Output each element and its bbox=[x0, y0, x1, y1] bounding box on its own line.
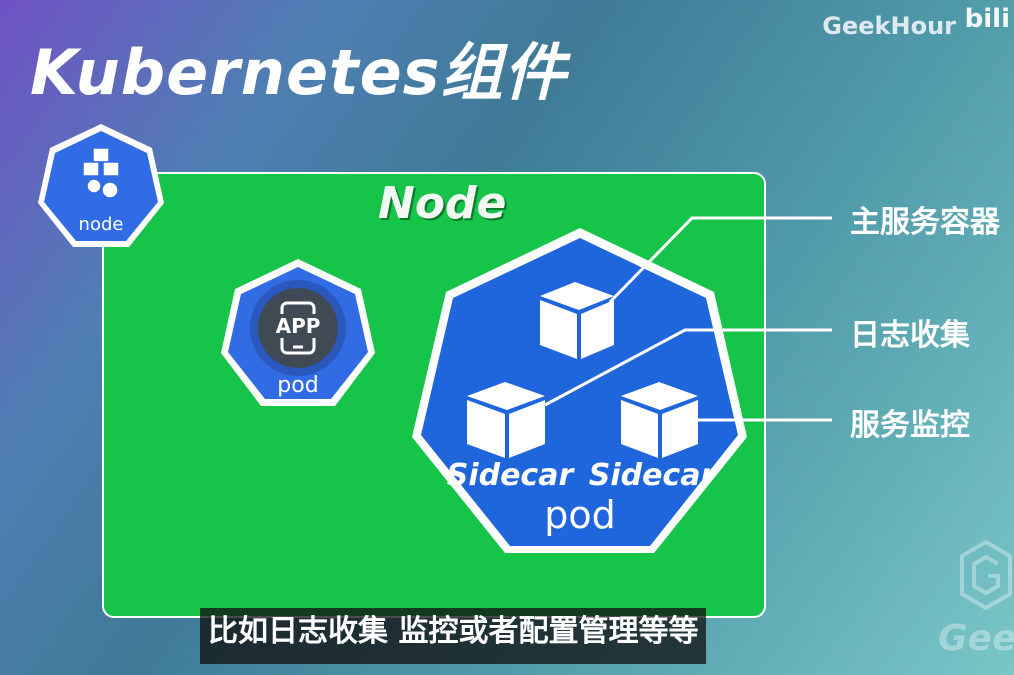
big-pod-label: pod bbox=[544, 493, 616, 537]
sidecar-label-2: Sidecar bbox=[589, 458, 718, 493]
main-container-cube bbox=[540, 282, 614, 359]
phone-app-icon: APP bbox=[266, 301, 330, 355]
leader-line-log-collection bbox=[544, 328, 832, 407]
sidecar-cube-1 bbox=[467, 382, 545, 458]
watermark-text: GeekHo bbox=[938, 618, 1014, 659]
node-title: Node bbox=[378, 178, 507, 229]
video-subtitle: 比如日志收集 监控或者配置管理等等 bbox=[200, 608, 707, 664]
sidecar-pod: Sidecar Sidecar pod bbox=[412, 228, 747, 553]
annotation-lines bbox=[544, 216, 832, 422]
annotation-log-collection: 日志收集 bbox=[850, 318, 970, 353]
brand-name: GeekHour bbox=[822, 12, 956, 40]
page-title: Kubernetes组件 bbox=[30, 36, 567, 109]
geekhour-watermark-icon bbox=[960, 540, 1012, 611]
leader-line-main-container bbox=[608, 216, 832, 304]
bilibili-logo: bili bbox=[964, 4, 1010, 34]
node-cluster-icon bbox=[82, 147, 120, 199]
sidecar-cube-2 bbox=[621, 382, 698, 458]
sidecar-label-1: Sidecar bbox=[447, 458, 576, 493]
app-text: APP bbox=[276, 314, 321, 338]
annotation-monitoring: 服务监控 bbox=[850, 408, 970, 443]
node-icon: node bbox=[38, 124, 164, 247]
small-pod-label: pod bbox=[277, 373, 318, 398]
node-icon-label: node bbox=[79, 214, 124, 235]
app-pod: APP pod bbox=[221, 259, 375, 406]
annotation-main-container: 主服务容器 bbox=[850, 205, 1000, 240]
